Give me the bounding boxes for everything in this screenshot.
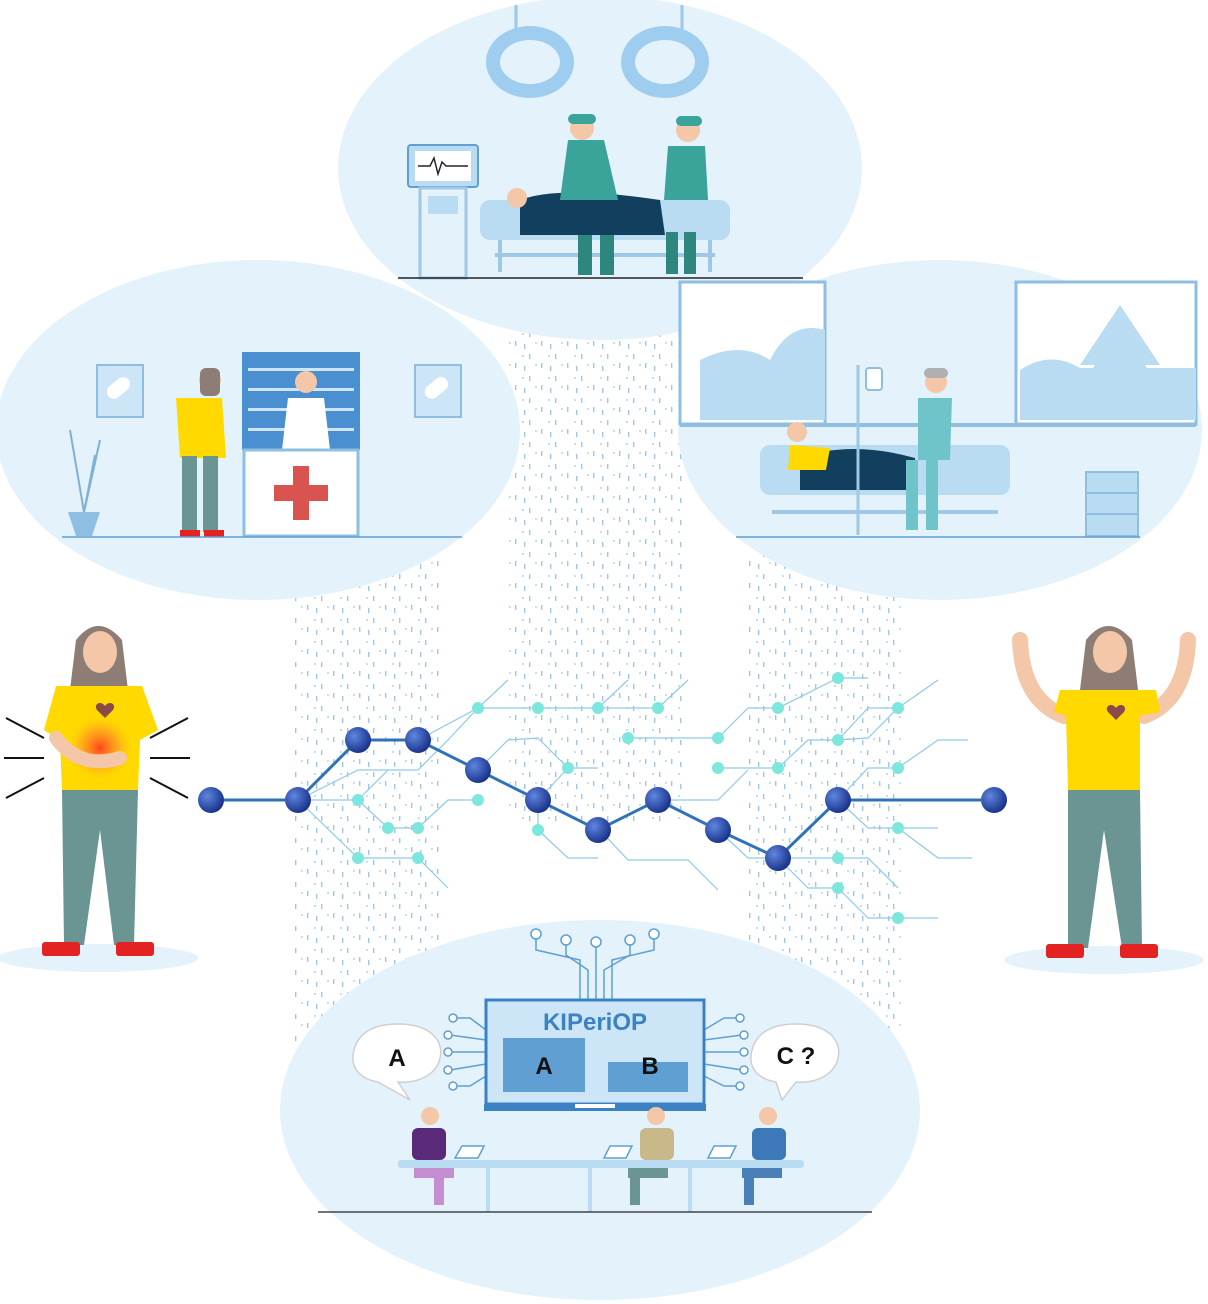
speech-bubble-right <box>750 1023 840 1102</box>
iv-drip-icon <box>856 365 883 535</box>
pharmacy-scene <box>0 260 520 600</box>
panel-b <box>608 1062 688 1092</box>
heart-monitor-icon <box>407 144 479 280</box>
operating-room-scene <box>338 0 862 340</box>
main-pathway <box>198 727 1007 871</box>
operating-lamp-icon <box>486 5 709 98</box>
ward-scene <box>678 260 1202 600</box>
panel-b-label: B <box>641 1053 658 1080</box>
platform-scene: KIPeriOP A B A C ? <box>280 920 920 1300</box>
heart-icon <box>95 703 115 718</box>
patient-in-pain <box>0 626 198 972</box>
panel-a-label: A <box>535 1053 552 1080</box>
branch-nodes <box>352 672 904 924</box>
pill-icon <box>96 364 462 418</box>
speech-right-text: C ? <box>777 1043 816 1070</box>
recovered-patient <box>1004 626 1204 974</box>
pharmacy-cross-icon <box>274 466 328 520</box>
panel-a <box>503 1038 585 1092</box>
speech-left-text: A <box>388 1045 405 1072</box>
laptop-icon <box>453 1145 738 1159</box>
platform-title: KIPeriOP <box>543 1009 647 1036</box>
branch-lines <box>297 677 972 919</box>
speech-bubble-left <box>352 1023 442 1101</box>
